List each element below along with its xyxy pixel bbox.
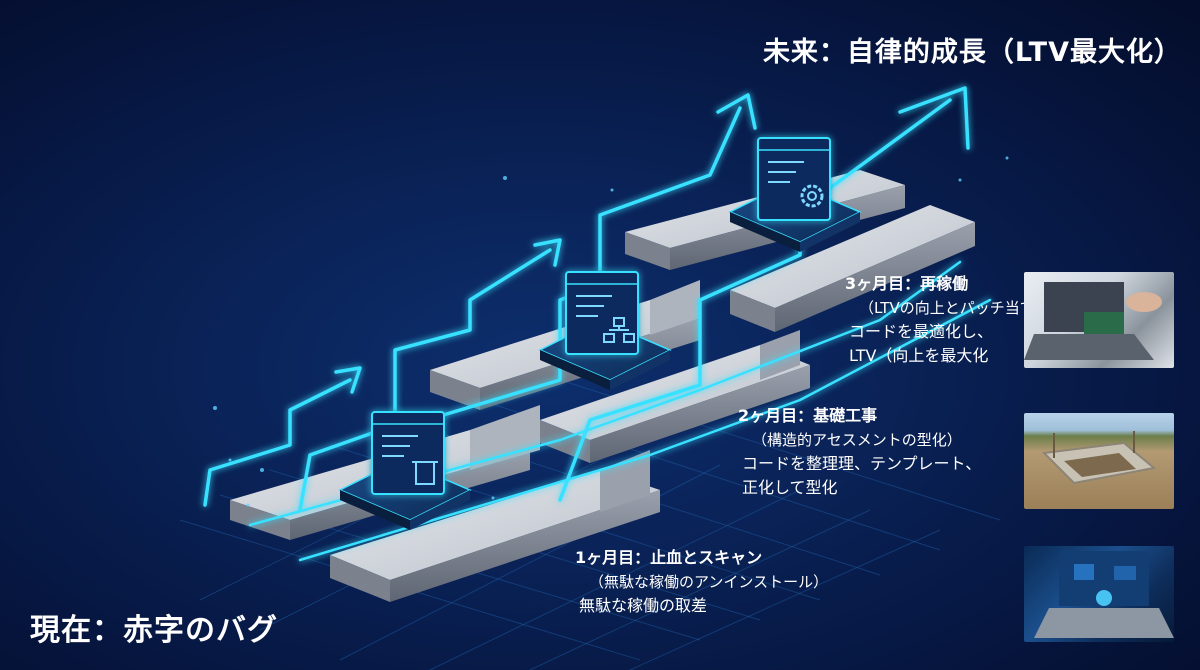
step-heading: 2ヶ月目：基礎工事 bbox=[738, 406, 878, 425]
structure-icon bbox=[603, 317, 635, 343]
chip-step1 bbox=[338, 411, 472, 530]
step-subtitle: （LTVの向上とパッチ当て） bbox=[859, 299, 1050, 317]
step-description: LTV（向上を最大化 bbox=[849, 346, 989, 365]
current-title: 現在：赤字のバグ bbox=[30, 613, 278, 648]
step-month-1: 1ヶ月目：止血とスキャン （無駄な稼働のアンインストール） 無駄な稼働の取差 bbox=[575, 546, 828, 618]
step-heading: 3ヶ月目：再稼働 bbox=[845, 274, 969, 293]
chip-step2 bbox=[538, 271, 672, 390]
step-description: 正化して型化 bbox=[742, 478, 838, 497]
gear-icon bbox=[800, 184, 824, 208]
future-title: 未来：自律的成長（LTV最大化） bbox=[762, 37, 1182, 68]
sparkles bbox=[213, 156, 1009, 507]
step-description: コードを整理理、テンプレート、 bbox=[742, 454, 982, 473]
step-subtitle: （無駄な稼働のアンインストール） bbox=[589, 573, 829, 591]
step-month-3: 3ヶ月目：再稼働 （LTVの向上とパッチ当て） コードを最適化し、 LTV（向上… bbox=[845, 272, 1050, 368]
laptop-circuit-photo bbox=[1024, 272, 1174, 368]
step-month-2: 2ヶ月目：基礎工事 （構造的アセスメントの型化） コードを整理理、テンプレート、… bbox=[738, 404, 981, 500]
step-heading: 1ヶ月目：止血とスキャン bbox=[575, 548, 763, 567]
laptop-security-photo bbox=[1024, 546, 1174, 642]
step-subtitle: （構造的アセスメントの型化） bbox=[752, 431, 962, 449]
step-description: コードを最適化し、 bbox=[849, 322, 994, 341]
chip-step3 bbox=[728, 137, 862, 252]
step-description: 無駄な稼働の取差 bbox=[579, 596, 708, 615]
construction-foundation-photo bbox=[1024, 413, 1174, 509]
